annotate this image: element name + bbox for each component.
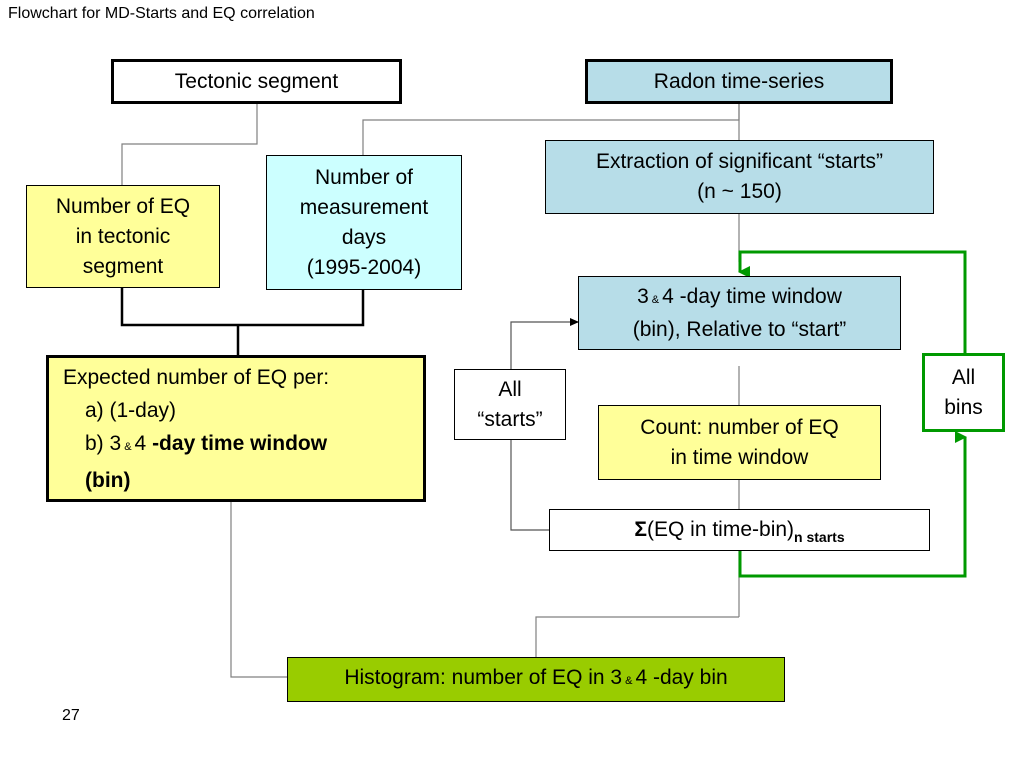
eq-in-segment-line: segment — [82, 254, 164, 278]
extraction-line: (n ~ 150) — [697, 180, 782, 203]
connector-tectonic-to-eq — [121, 104, 258, 185]
expected-b-prefix: b) 3 — [85, 431, 122, 455]
all-bins-line: All — [951, 365, 976, 389]
count-eq-line: in time window — [670, 445, 809, 469]
eq-in-segment-line: in tectonic — [75, 224, 171, 248]
all-bins-line: bins — [944, 395, 983, 419]
extraction-line: Extraction of significant “starts” — [595, 150, 884, 173]
tectonic-segment-box: Tectonic segment — [111, 59, 402, 104]
all-bins-box: All bins — [922, 353, 1005, 432]
radon-time-series-box: Radon time-series — [585, 59, 893, 104]
all-bins-loop-line — [738, 431, 967, 578]
tectonic-segment-label: Tectonic segment — [174, 69, 339, 93]
time-window-amp: & — [651, 293, 660, 306]
expected-item-b-cont: (bin) — [63, 464, 130, 497]
expected-item-a: a) (1-day) — [85, 398, 177, 422]
expected-eq-box: Expected number of EQ per: a) (1-day) b)… — [46, 355, 426, 502]
extraction-box: Extraction of significant “starts” (n ~ … — [545, 140, 934, 214]
histogram-suffix: 4 -day bin — [635, 666, 728, 689]
histogram-line: Histogram: number of EQ in 3&4 -day bin — [344, 663, 727, 696]
time-window-n1: 3 — [637, 284, 649, 308]
sum-eq-line: Σ(EQ in time-bin)n starts — [634, 515, 844, 546]
connector-expected-to-histogram — [230, 502, 287, 678]
expected-b-bold: -day time window — [152, 431, 328, 455]
histogram-box: Histogram: number of EQ in 3&4 -day bin — [287, 657, 785, 702]
expected-line1: Expected number of EQ per: — [63, 365, 330, 389]
expected-b-mid: 4 — [134, 431, 147, 455]
bracket-eq-days — [120, 288, 365, 327]
sum-eq-text: (EQ in time-bin) — [647, 517, 795, 541]
time-window-line1: 3&4 -day time window — [637, 282, 842, 315]
slide-title: Flowchart for MD-Starts and EQ correlati… — [8, 5, 315, 22]
count-eq-box: Count: number of EQ in time window — [598, 405, 881, 480]
sigma-symbol: Σ — [634, 517, 647, 541]
page-number: 27 — [62, 707, 80, 724]
expected-b-bold2: (bin) — [85, 468, 131, 492]
expected-item-b: b) 3&4 -day time window — [63, 427, 327, 464]
radon-time-series-label: Radon time-series — [653, 69, 825, 93]
histogram-amp: & — [625, 675, 633, 687]
eq-in-segment-box: Number of EQ in tectonic segment — [26, 185, 220, 288]
sum-eq-box: Σ(EQ in time-bin)n starts — [549, 509, 930, 551]
time-window-line2: (bin), Relative to “start” — [632, 317, 847, 341]
count-eq-line: Count: number of EQ — [640, 415, 839, 439]
sum-eq-subscript: n starts — [794, 528, 845, 545]
eq-in-segment-line: Number of EQ — [55, 194, 191, 218]
measurement-days-line: measurement — [299, 195, 429, 219]
time-window-box: 3&4 -day time window (bin), Relative to … — [578, 276, 901, 350]
all-starts-box: All “starts” — [454, 369, 566, 440]
all-bins-loop-return — [738, 250, 967, 353]
all-starts-line: “starts” — [477, 407, 543, 431]
measurement-days-box: Number of measurement days (1995-2004) — [266, 155, 462, 290]
measurement-days-line: days — [341, 225, 387, 249]
connector-sum-to-histogram — [535, 616, 739, 657]
time-window-rest: 4 -day time window — [662, 284, 842, 308]
measurement-days-line: (1995-2004) — [306, 255, 422, 279]
measurement-days-line: Number of — [314, 165, 414, 189]
expected-b-amp: & — [124, 440, 132, 453]
histogram-prefix: Histogram: number of EQ in 3 — [344, 666, 623, 689]
all-starts-line: All — [498, 377, 522, 401]
